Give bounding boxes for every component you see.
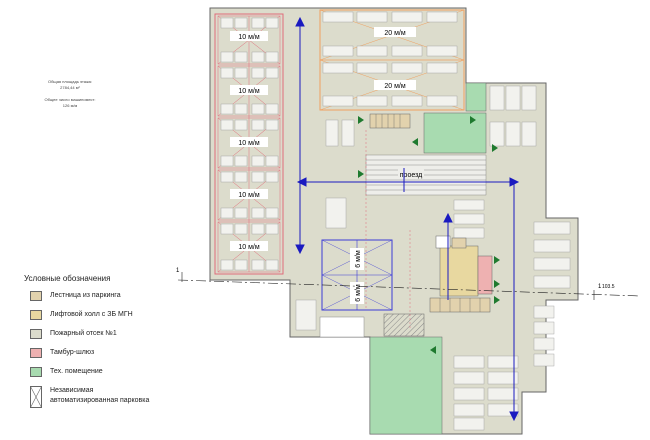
legend-swatch-stair bbox=[30, 291, 42, 301]
zone-label-left-2: 10 м/м bbox=[238, 88, 259, 95]
traffic-lines bbox=[365, 130, 411, 330]
direction-arrows bbox=[295, 16, 520, 422]
zone-label-blue-2: 6 м/м bbox=[355, 284, 362, 302]
zone-label-left-3: 10 м/м bbox=[238, 140, 259, 147]
zone-label-top-right-1: 20 м/м bbox=[384, 30, 405, 37]
legend-label-airlock: Тамбур-шлюз bbox=[50, 349, 95, 356]
section-line bbox=[177, 272, 641, 300]
tech-room-center bbox=[423, 112, 487, 154]
entry-hatched bbox=[383, 313, 425, 337]
zone-label-top-right-2: 20 м/м bbox=[384, 83, 405, 90]
top-right-parking-zone: 20 м/м 20 м/м bbox=[319, 9, 465, 111]
legend-swatch-tech bbox=[30, 367, 42, 377]
zone-label-left-1: 10 м/м bbox=[238, 34, 259, 41]
legend-item-stair: Лестница из паркинга bbox=[24, 291, 174, 310]
legend-item-auto-parking: Независимая автоматизированная парковка bbox=[24, 386, 174, 422]
legend-item-lift-hall: Лифтовой холл с ЗБ МГН bbox=[24, 310, 174, 329]
count-label: Общее число машиномест: bbox=[44, 97, 96, 102]
left-parking-zone: 10 м/м 10 м/м 10 м/м 10 м/м 10 м/м bbox=[214, 13, 284, 275]
stair-core bbox=[451, 237, 467, 249]
lift-hall bbox=[439, 245, 479, 297]
legend-swatch-airlock bbox=[30, 348, 42, 358]
right-parking-cells bbox=[295, 85, 571, 431]
legend-item-fire-zone: Пожарный отсек №1 bbox=[24, 329, 174, 348]
legend-swatch-auto-parking bbox=[30, 386, 42, 408]
legend-label-auto-parking: Независимая автоматизированная парковка bbox=[50, 387, 150, 404]
legend-item-tech: Тех. помещение bbox=[24, 367, 174, 386]
blue-parking-zone: 6 м/м 6 м/м bbox=[321, 239, 393, 311]
section-label-left: 1 bbox=[176, 268, 180, 274]
white-core bbox=[435, 235, 451, 249]
entry-white bbox=[319, 316, 365, 338]
elevation-mark: 103.5 bbox=[602, 284, 615, 290]
legend-label-stair: Лестница из паркинга bbox=[50, 292, 121, 299]
area-label: Общая площадь этажа: bbox=[48, 79, 92, 84]
legend-label-fire-zone: Пожарный отсек №1 bbox=[50, 330, 117, 337]
zone-label-left-4: 10 м/м bbox=[238, 192, 259, 199]
ramp-passage bbox=[365, 154, 487, 196]
legend-swatch-lift-hall bbox=[30, 310, 42, 320]
zone-label-blue-1: 6 м/м bbox=[355, 250, 362, 268]
exit-markers bbox=[358, 116, 500, 354]
legend-item-airlock: Тамбур-шлюз bbox=[24, 348, 174, 367]
passage-label: проезд bbox=[400, 172, 422, 179]
legend-title: Условные обозначения bbox=[24, 274, 111, 283]
legend-label-tech: Тех. помещение bbox=[50, 368, 103, 375]
tech-room-top bbox=[465, 82, 487, 112]
zone-label-left-5: 10 м/м bbox=[238, 244, 259, 251]
area-value: 2784,44 м² bbox=[60, 85, 80, 90]
count-value: 126 м/м bbox=[62, 103, 78, 108]
airlock bbox=[477, 255, 493, 295]
section-label-right: 1 bbox=[598, 284, 602, 290]
tech-room-bottom bbox=[369, 336, 443, 435]
legend-label-lift-hall: Лифтовой холл с ЗБ МГН bbox=[50, 311, 133, 318]
legend: Условные обозначения Лестница из паркинг… bbox=[24, 274, 174, 422]
legend-swatch-fire-zone bbox=[30, 329, 42, 339]
floor-summary: Общая площадь этажа: 2784,44 м² Общее чи… bbox=[40, 79, 100, 109]
